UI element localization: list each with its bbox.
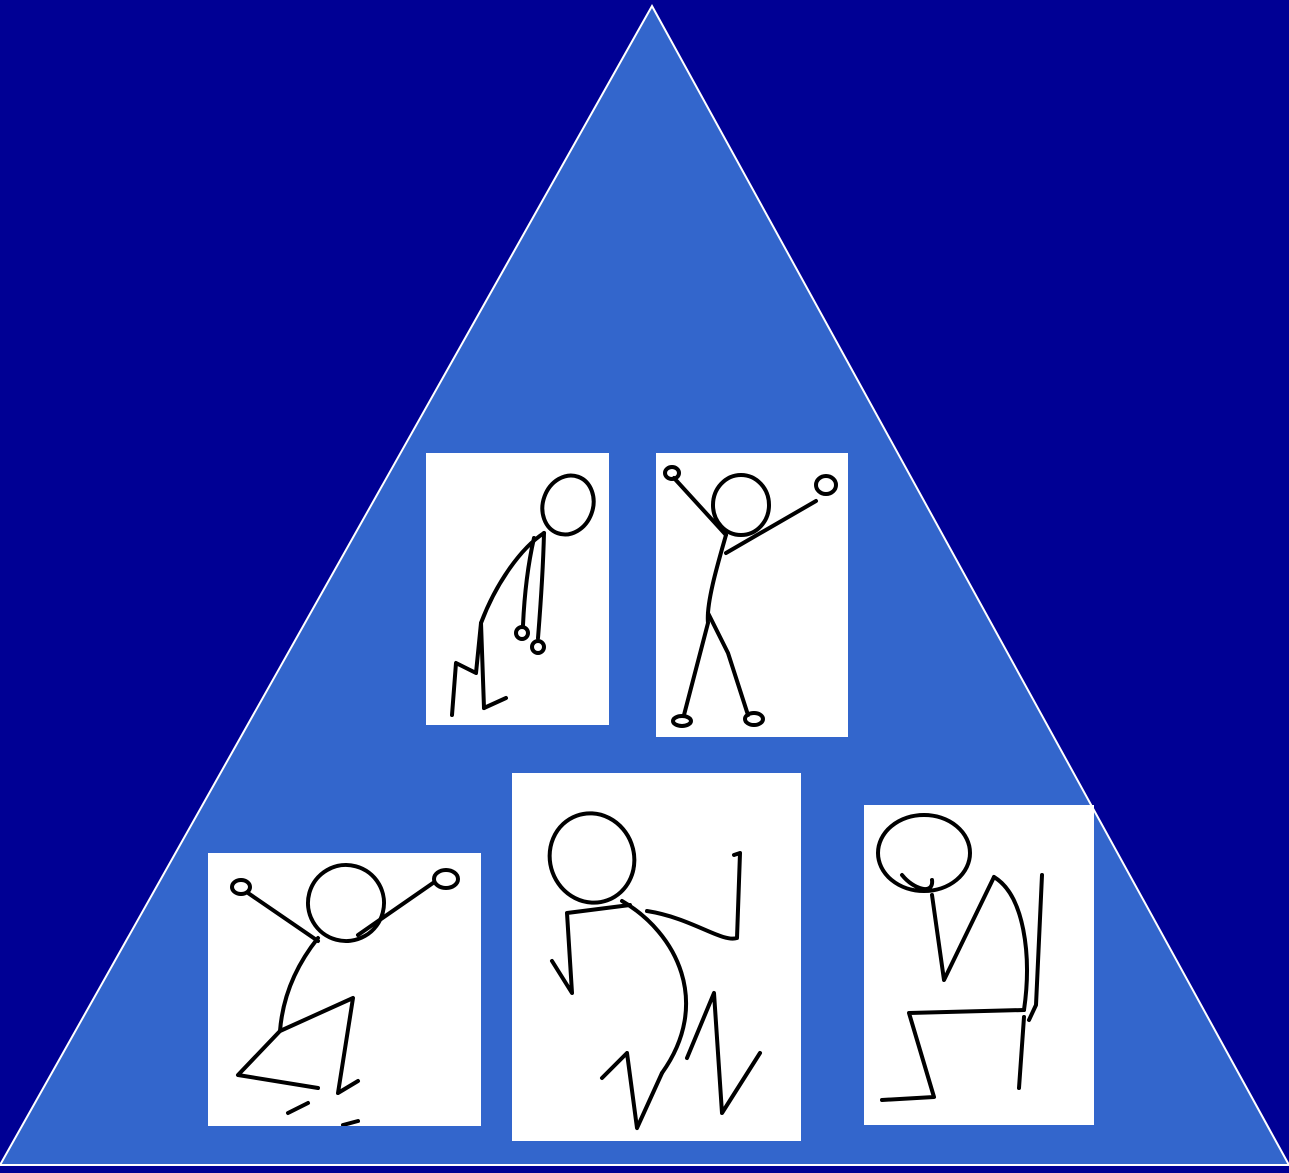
figure-card-dancing (512, 773, 801, 1141)
figure-card-stooped (426, 453, 609, 725)
arms-raised-figure-icon (656, 453, 848, 737)
kneeling-figure-icon (208, 853, 481, 1126)
figure-card-arms-raised (656, 453, 848, 737)
dancing-figure-icon (512, 773, 801, 1141)
figure-card-seated (864, 805, 1094, 1125)
seated-figure-icon (864, 805, 1094, 1125)
figure-card-kneeling (208, 853, 481, 1126)
stooped-figure-icon (426, 453, 609, 725)
